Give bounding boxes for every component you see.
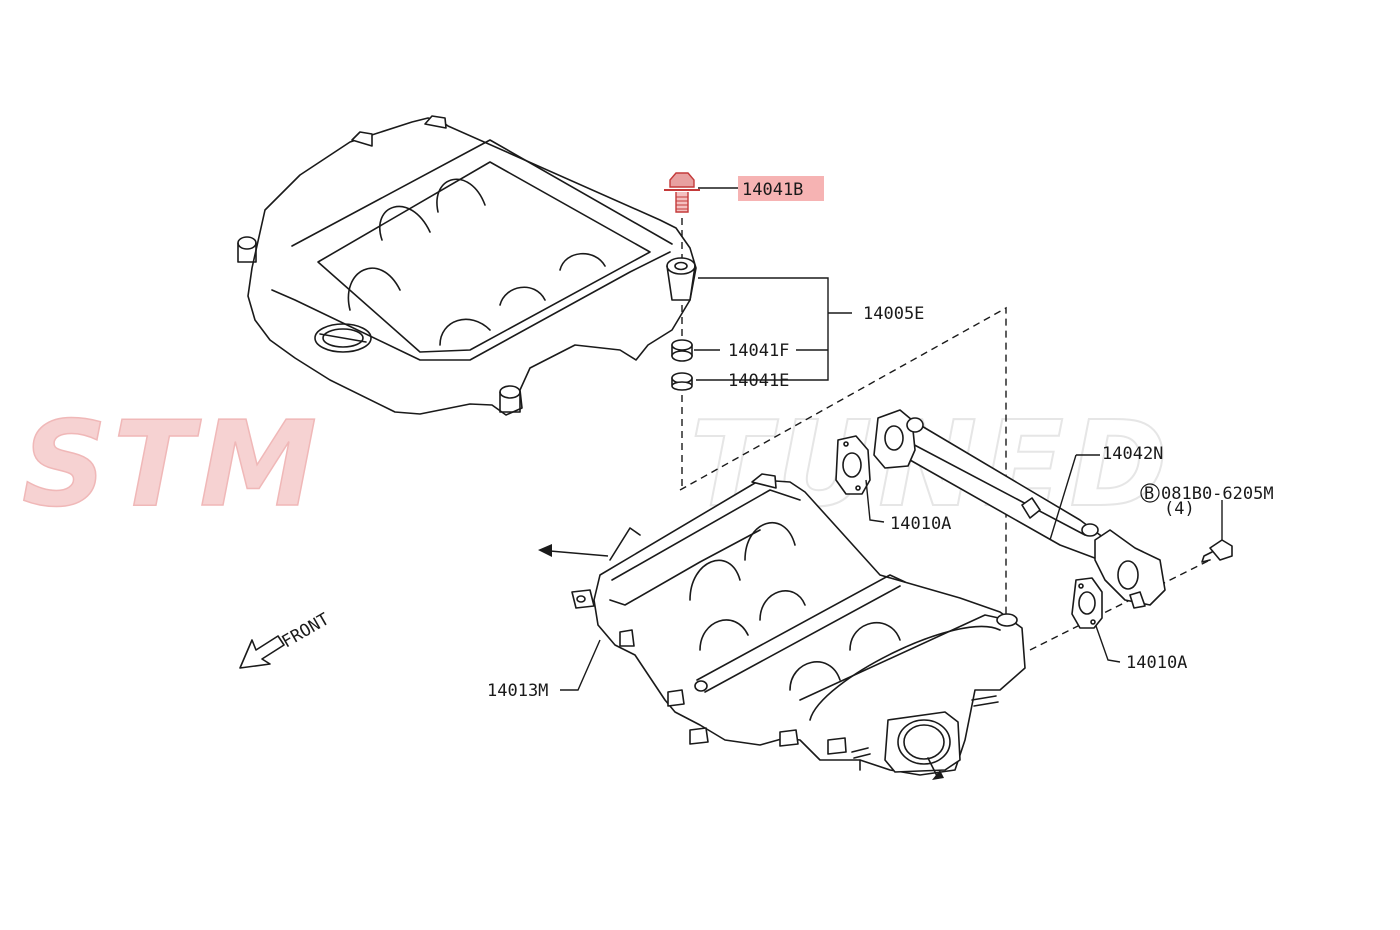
watermark-stm: STM: [22, 395, 323, 533]
callout-14042n[interactable]: 14042N: [1102, 444, 1163, 464]
left-arrow: [538, 544, 609, 557]
front-indicator: FRONT: [239, 609, 333, 669]
gasket-left-drawing: [835, 435, 871, 495]
manifold-drawing: [571, 473, 1026, 780]
callout-14041e[interactable]: 14041E: [728, 371, 789, 391]
collar-drawing: [671, 372, 693, 391]
callout-081b0: 081B0-6205M: [1161, 484, 1274, 504]
callout-081b0-prefix: B: [1144, 484, 1154, 504]
gasket-right-drawing: [1071, 577, 1103, 629]
grommet-drawing: [671, 339, 693, 362]
callout-14005e[interactable]: 14005E: [863, 304, 924, 324]
bolt-right-drawing: [1201, 539, 1233, 563]
callout-14010a-left[interactable]: 14010A: [890, 514, 951, 534]
pipe-drawing: [873, 409, 1166, 609]
circle-b-marker: [1140, 483, 1160, 503]
callout-081b0-group[interactable]: B 081B0-6205M (4): [1140, 483, 1274, 519]
front-label: FRONT: [279, 609, 333, 652]
dash-alignment-box: [679, 306, 1007, 620]
callout-14041f[interactable]: 14041F: [728, 341, 789, 361]
callout-081b0-qty: (4): [1164, 499, 1195, 519]
callout-14013m[interactable]: 14013M: [487, 681, 548, 701]
highlight-box: [738, 176, 824, 201]
callout-14041b[interactable]: 14041B: [742, 180, 803, 200]
leaders: [560, 187, 1223, 691]
engine-cover-drawing: [237, 115, 697, 416]
callout-14010a-right[interactable]: 14010A: [1126, 653, 1187, 673]
bolt-14041b-drawing: [664, 172, 700, 213]
front-arrow-icon: [239, 635, 285, 669]
dash-right-bolt: [1029, 559, 1211, 651]
